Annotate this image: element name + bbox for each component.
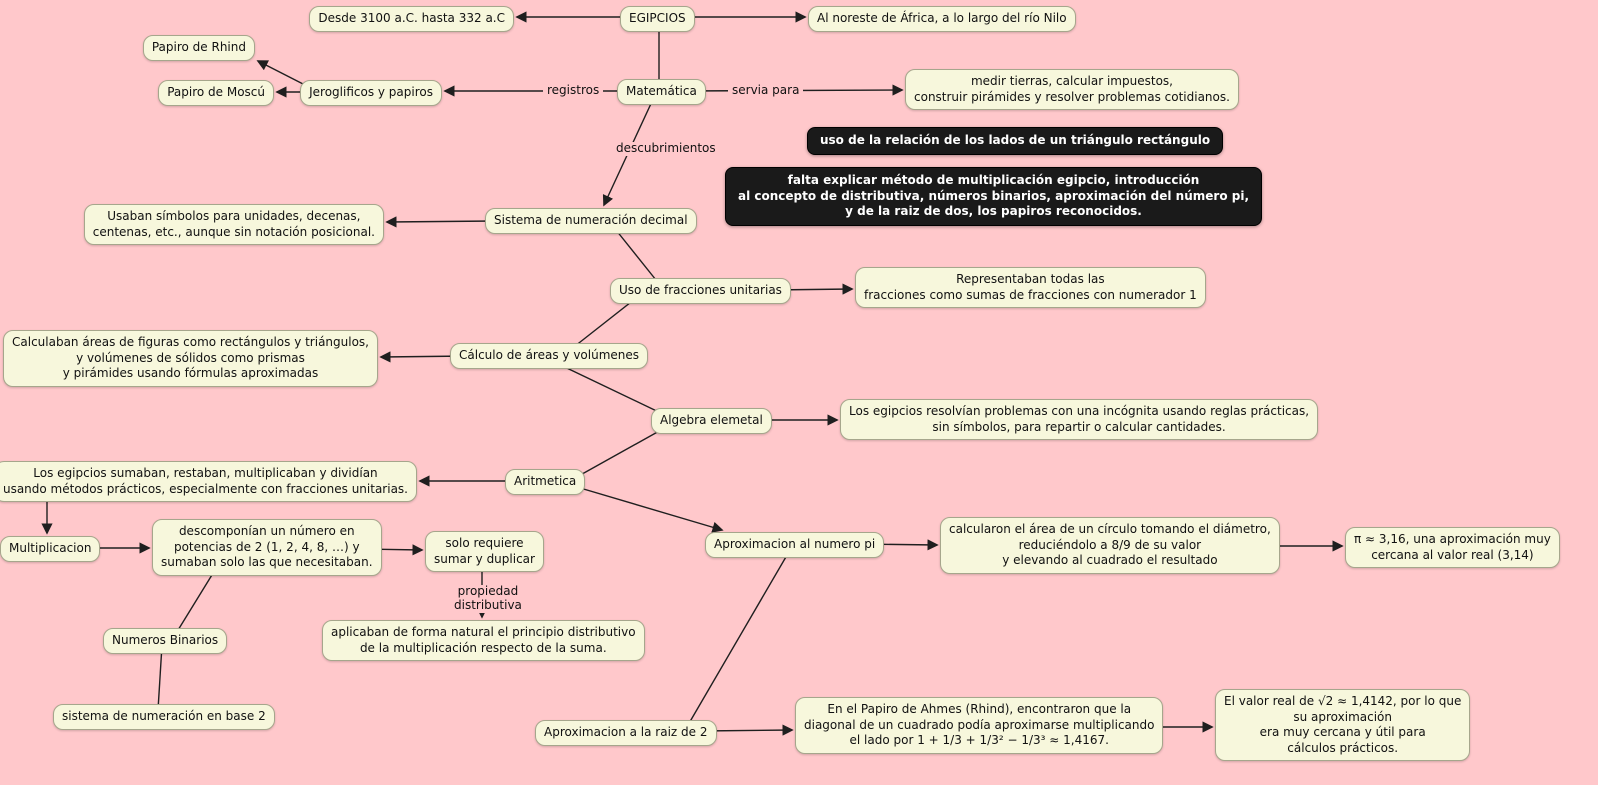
node-nilo[interactable]: Al noreste de África, a lo largo del río… (808, 6, 1076, 32)
node-resolvian[interactable]: Los egipcios resolvían problemas con una… (840, 399, 1319, 441)
node-medir-tierras[interactable]: medir tierras, calcular impuestos, const… (905, 69, 1239, 111)
node-valor-real[interactable]: El valor real de √2 ≈ 1,4142, por lo que… (1215, 689, 1471, 762)
node-matematica[interactable]: Matemática (617, 79, 706, 105)
node-fracciones-unitarias[interactable]: Uso de fracciones unitarias (610, 278, 791, 304)
note-pendientes[interactable]: falta explicar método de multiplicación … (725, 167, 1263, 226)
edge-label-servia-para[interactable]: servia para (728, 83, 804, 98)
connector-calculo-algebra (549, 359, 666, 416)
node-numeros-binarios[interactable]: Numeros Binarios (103, 628, 228, 654)
node-aritmetica[interactable]: Aritmetica (505, 469, 586, 495)
node-base-2[interactable]: sistema de numeración en base 2 (53, 704, 275, 730)
node-descomponian[interactable]: descomponían un número en potencias de 2… (152, 519, 382, 576)
node-aplicaban-distributiva[interactable]: aplicaban de forma natural el principio … (322, 620, 645, 662)
node-multiplicacion[interactable]: Multiplicacion (0, 536, 101, 562)
connector-algebra-aritmetica (574, 424, 671, 479)
node-algebra[interactable]: Algebra elemetal (651, 408, 772, 434)
connector-sistema-fracciones (611, 224, 661, 286)
node-calculaban-areas[interactable]: Calculaban áreas de figuras como rectáng… (3, 330, 378, 387)
node-pi-316[interactable]: π ≈ 3,16, una aproximación muy cercana a… (1345, 527, 1560, 569)
node-fechas[interactable]: Desde 3100 a.C. hasta 332 a.C (309, 6, 514, 32)
connector-binarios-base2 (157, 644, 163, 711)
edge-label-descubrimientos[interactable]: descubrimientos (612, 141, 720, 156)
connector-jeroglificos-rhind (256, 60, 306, 86)
node-sistema-decimal[interactable]: Sistema de numeración decimal (485, 208, 697, 234)
edge-label-propiedad-distributiva[interactable]: propiedad distributiva (450, 584, 526, 613)
node-papiro-moscu[interactable]: Papiro de Moscú (158, 80, 274, 106)
node-representaban[interactable]: Representaban todas las fracciones como … (855, 267, 1206, 309)
connector-sistema-usaban (385, 216, 496, 228)
connector-descomponian-binarios (174, 569, 216, 636)
node-papiro-rhind[interactable]: Papiro de Rhind (142, 35, 255, 61)
connector-aritmetica-aproxpi (569, 484, 724, 533)
node-egipcios[interactable]: EGIPCIOS (620, 6, 695, 32)
node-aprox-pi[interactable]: Aproximacion al numero pi (705, 532, 885, 558)
node-usaban-simbolos[interactable]: Usaban símbolos para unidades, decenas, … (83, 204, 384, 246)
node-jeroglificos[interactable]: Jeroglificos y papiros (300, 80, 442, 106)
node-papiro-ahmes[interactable]: En el Papiro de Ahmes (Rhind), encontrar… (795, 697, 1164, 754)
connector-aproxpi-raiz2 (687, 549, 791, 726)
node-solo-requiere[interactable]: solo requiere sumar y duplicar (425, 531, 544, 573)
node-sumaban[interactable]: Los egipcios sumaban, restaban, multipli… (0, 461, 417, 503)
node-calcularon-circulo[interactable]: calcularon el área de un círculo tomando… (940, 517, 1280, 574)
node-calculo-areas[interactable]: Cálculo de áreas y volúmenes (450, 343, 649, 369)
connector-fracciones-calculo (569, 294, 641, 351)
edge-label-registros[interactable]: registros (543, 83, 604, 98)
node-aprox-raiz2[interactable]: Aproximacion a la raiz de 2 (535, 720, 717, 746)
note-triangulo[interactable]: uso de la relación de los lados de un tr… (807, 127, 1224, 155)
